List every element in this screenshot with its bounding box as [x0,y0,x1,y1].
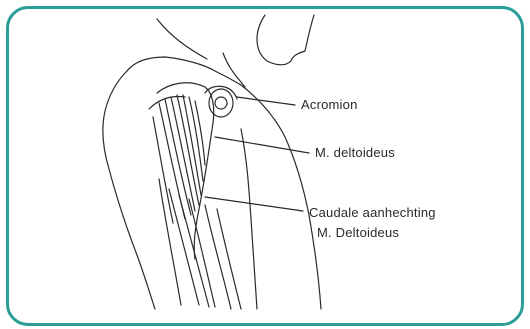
leader-deltoideus [215,137,309,153]
neck-outline [157,19,207,59]
diagram-frame: Acromion M. deltoideus Caudale aanhechti… [6,6,524,326]
arm-back-outline [103,71,155,309]
neck-front [223,53,245,87]
label-m-deltoideus: M. deltoideus [315,145,395,160]
inner-arm-line [241,129,257,309]
body-outline [241,85,321,309]
head-outline [257,15,314,65]
leader-acromion [237,97,295,105]
shoulder-contour [127,57,241,85]
acromion-bone [209,89,233,117]
shoulder-anatomy-illustration [9,9,521,323]
label-caudale-deltoideus: M. Deltoideus [317,225,399,240]
label-acromion: Acromion [301,97,358,112]
acromion-inner [215,97,227,109]
label-caudale-aanhechting: Caudale aanhechting [309,205,436,220]
leader-caudale [205,197,303,211]
